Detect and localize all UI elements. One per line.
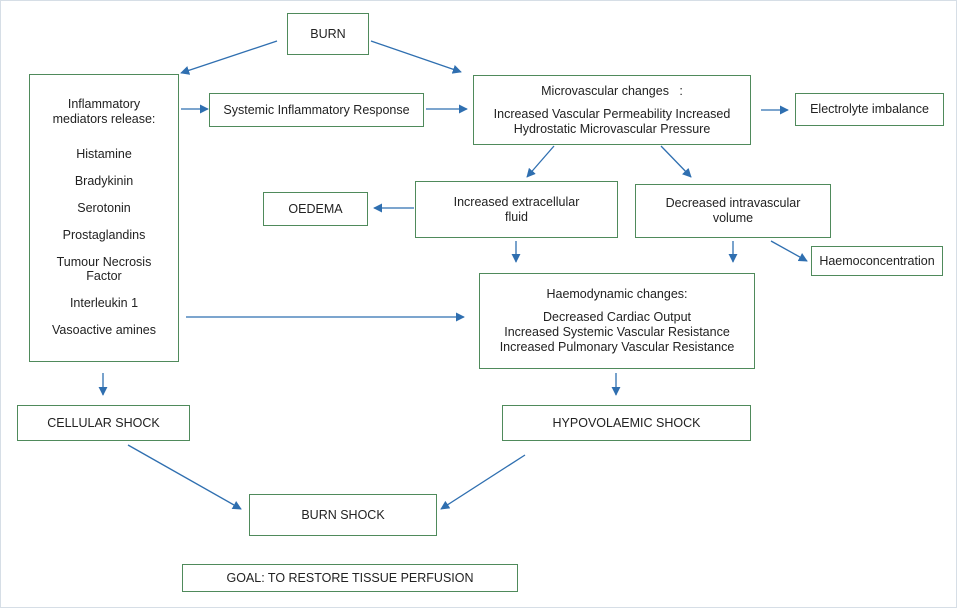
- electrolyte-label: Electrolyte imbalance: [810, 102, 929, 116]
- inflammatory-title-line2: mediators release:: [52, 112, 156, 126]
- burn-shock-label: BURN SHOCK: [301, 507, 385, 522]
- cellular-shock-label: CELLULAR SHOCK: [47, 415, 160, 430]
- mediator-item: Histamine: [76, 147, 132, 161]
- intravascular-box: Decreased intravascular volume: [635, 184, 831, 238]
- extracellular-line1: Increased extracellular: [453, 194, 580, 209]
- systemic-response-box: Systemic Inflammatory Response: [209, 93, 424, 127]
- electrolyte-box: Electrolyte imbalance: [795, 93, 944, 126]
- inflammatory-title-line1: Inflammatory: [67, 97, 141, 111]
- haemodynamic-line3: Increased Pulmonary Vascular Resistance: [499, 340, 735, 354]
- microvascular-line1: Increased Vascular Permeability Increase…: [493, 106, 731, 121]
- goal-label: GOAL: TO RESTORE TISSUE PERFUSION: [226, 570, 474, 585]
- mediator-item: Bradykinin: [74, 174, 134, 188]
- haemodynamic-line1: Decreased Cardiac Output: [543, 310, 691, 324]
- hypovolaemic-shock-label: HYPOVOLAEMIC SHOCK: [552, 415, 701, 430]
- goal-box: GOAL: TO RESTORE TISSUE PERFUSION: [182, 564, 518, 592]
- mediator-item: Serotonin: [77, 201, 131, 215]
- inflammatory-mediators-box: Inflammatory mediators release: Histamin…: [29, 74, 179, 362]
- mediator-item: Factor: [86, 269, 122, 283]
- extracellular-line2: fluid: [505, 209, 528, 224]
- microvascular-line2: Hydrostatic Microvascular Pressure: [513, 121, 711, 136]
- arrow-burn-to-microvascular: [370, 40, 462, 74]
- haemodynamic-title: Haemodynamic changes:: [546, 287, 688, 301]
- haemoconcentration-label: Haemoconcentration: [819, 253, 935, 268]
- haemoconcentration-box: Haemoconcentration: [811, 246, 943, 276]
- haemodynamic-line2: Increased Systemic Vascular Resistance: [504, 325, 730, 339]
- mediator-item: Prostaglandins: [62, 228, 146, 242]
- burn-label: BURN: [310, 26, 346, 41]
- oedema-label: OEDEMA: [288, 201, 343, 216]
- intravascular-line1: Decreased intravascular: [665, 196, 801, 210]
- systemic-response-label: Systemic Inflammatory Response: [223, 102, 410, 117]
- intravascular-line2: volume: [712, 211, 754, 225]
- arrow-intravascular-to-haemoconcentration: [770, 240, 808, 262]
- mediator-item: Tumour Necrosis: [56, 255, 152, 269]
- mediator-item: Vasoactive amines: [52, 323, 156, 337]
- arrow-cellular-to-burnshock: [127, 444, 242, 510]
- arrow-hypovolaemic-to-burnshock: [440, 454, 526, 510]
- cellular-shock-box: CELLULAR SHOCK: [17, 405, 190, 441]
- microvascular-title: Microvascular changes :: [541, 83, 683, 98]
- extracellular-box: Increased extracellular fluid: [415, 181, 618, 238]
- oedema-box: OEDEMA: [263, 192, 368, 226]
- hypovolaemic-shock-box: HYPOVOLAEMIC SHOCK: [502, 405, 751, 441]
- haemodynamic-box: Haemodynamic changes: Decreased Cardiac …: [479, 273, 755, 369]
- arrow-burn-to-inflammatory: [180, 40, 278, 75]
- burn-box: BURN: [287, 13, 369, 55]
- arrow-microvascular-to-intravascular: [660, 145, 692, 178]
- burn-shock-box: BURN SHOCK: [249, 494, 437, 536]
- mediator-item: Interleukin 1: [69, 296, 139, 310]
- microvascular-box: Microvascular changes : Increased Vascul…: [473, 75, 751, 145]
- arrow-microvascular-to-extracellular: [526, 145, 555, 178]
